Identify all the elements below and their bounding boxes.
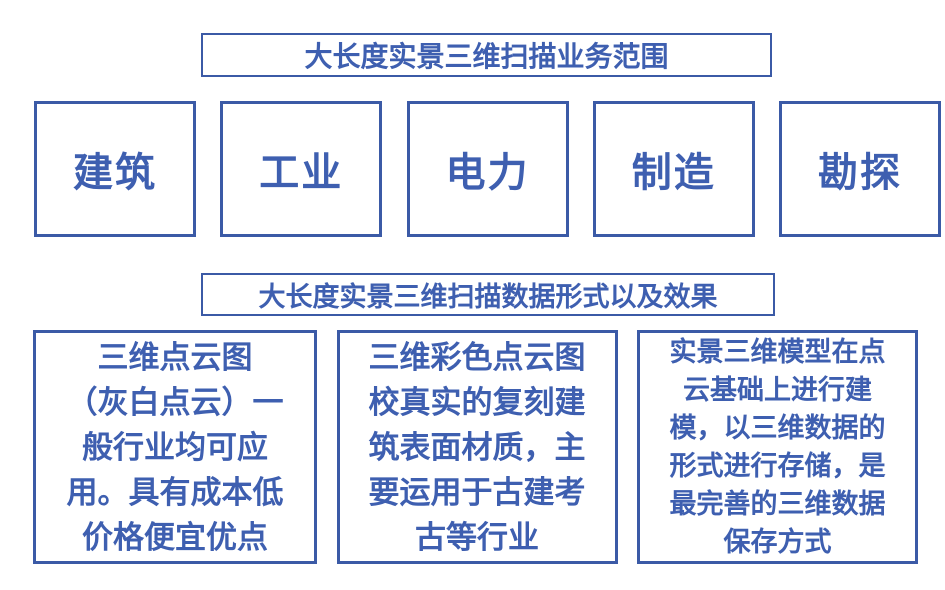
industry-box-industrial: 工业 — [220, 101, 383, 237]
business-scope-title: 大长度实景三维扫描业务范围 — [304, 41, 669, 72]
industry-box-exploration: 勘探 — [779, 101, 941, 237]
industry-label: 电力 — [445, 151, 530, 195]
industry-box-architecture: 建筑 — [34, 101, 196, 237]
industry-label: 勘探 — [818, 151, 902, 195]
card-text: 实景三维模型在点 云基础上进行建 模，以三维数据的 形式进行存储，是 最完善的三… — [669, 337, 886, 557]
data-format-title: 大长度实景三维扫描数据形式以及效果 — [258, 282, 718, 312]
card-realistic-3d-model: 实景三维模型在点 云基础上进行建 模，以三维数据的 形式进行存储，是 最完善的三… — [637, 330, 918, 564]
data-format-cards-row: 三维点云图 （灰白点云）一 般行业均可应 用。具有成本低 价格便宜优点 三维彩色… — [33, 330, 918, 564]
industry-label: 制造 — [631, 151, 716, 195]
data-format-title-box: 大长度实景三维扫描数据形式以及效果 — [201, 273, 775, 316]
industry-label: 建筑 — [73, 151, 157, 195]
industry-box-manufacturing: 制造 — [592, 101, 755, 237]
industry-label: 工业 — [259, 151, 344, 195]
industry-row: 建筑 工业 电力 制造 勘探 — [34, 101, 941, 237]
card-gray-pointcloud: 三维点云图 （灰白点云）一 般行业均可应 用。具有成本低 价格便宜优点 — [33, 330, 317, 564]
industry-box-power: 电力 — [406, 101, 569, 237]
card-text: 三维彩色点云图 校真实的复刻建 筑表面材质，主 要运用于古建考 古等行业 — [368, 339, 586, 555]
card-color-pointcloud: 三维彩色点云图 校真实的复刻建 筑表面材质，主 要运用于古建考 古等行业 — [336, 330, 618, 564]
business-scope-title-box: 大长度实景三维扫描业务范围 — [201, 33, 772, 77]
card-text: 三维点云图 （灰白点云）一 般行业均可应 用。具有成本低 价格便宜优点 — [66, 339, 284, 555]
